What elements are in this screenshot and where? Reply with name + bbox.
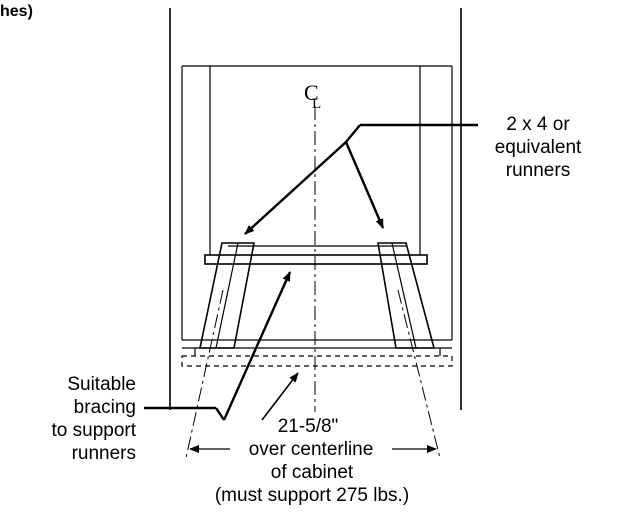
floor-dashed-outline <box>181 355 453 367</box>
svg-text:(must support 275 lbs.): (must support 275 lbs.) <box>215 485 409 506</box>
dimension-label: 21-5/8" over centerline of cabinet (must… <box>215 416 409 506</box>
left-runner <box>199 242 255 349</box>
cross-bracing-board <box>204 245 428 265</box>
svg-text:21-5/8": 21-5/8" <box>278 416 339 437</box>
svg-text:C: C <box>304 80 319 105</box>
svg-text:runners: runners <box>72 443 136 464</box>
svg-text:to support: to support <box>52 420 137 441</box>
svg-text:2 x 4 or: 2 x 4 or <box>506 114 570 135</box>
svg-text:over centerline: over centerline <box>249 439 374 460</box>
right-runner <box>377 242 436 349</box>
left-runner-centerline <box>185 289 224 459</box>
svg-text:L: L <box>312 96 321 112</box>
header-fragment: hes) <box>0 3 33 20</box>
svg-text:equivalent: equivalent <box>495 137 582 158</box>
svg-text:of cabinet: of cabinet <box>271 462 354 483</box>
svg-text:Suitable: Suitable <box>67 374 136 395</box>
bracing-leader <box>144 271 299 421</box>
svg-text:runners: runners <box>506 160 570 181</box>
runners-label: 2 x 4 or equivalent runners <box>495 114 582 181</box>
centerline-symbol: C L <box>304 80 321 112</box>
svg-text:bracing: bracing <box>74 397 136 418</box>
runners-leader <box>244 123 478 235</box>
right-runner-centerline <box>397 289 441 459</box>
bracing-label: Suitable bracing to support runners <box>52 374 137 464</box>
